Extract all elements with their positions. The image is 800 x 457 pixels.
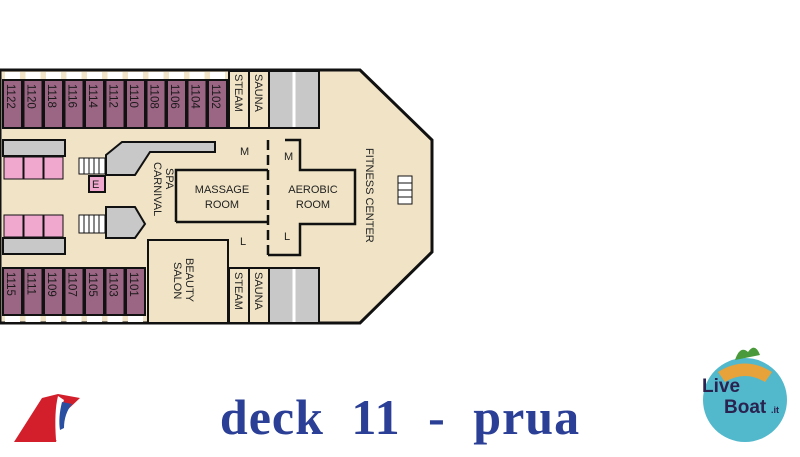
cabin-number: 1105 bbox=[86, 272, 98, 297]
liveboat-logo-suffix: .it bbox=[771, 405, 779, 415]
mens-restroom-label: M bbox=[240, 146, 249, 158]
cabin-number: 1101 bbox=[127, 272, 139, 297]
cabin-balcony bbox=[5, 316, 20, 322]
cabin-number: 1104 bbox=[189, 84, 201, 109]
cabin-balcony bbox=[87, 72, 102, 79]
cabin bbox=[207, 79, 228, 129]
stairs-fitness-icon bbox=[397, 175, 413, 205]
cabin bbox=[186, 79, 208, 129]
mens-restroom-label-2: M bbox=[284, 151, 293, 163]
liveboat-logo: Live Boat .it bbox=[702, 347, 787, 442]
cabin-balcony bbox=[107, 72, 123, 79]
carnival-logo bbox=[14, 394, 80, 442]
cabin-balcony bbox=[169, 72, 184, 79]
cabin bbox=[63, 267, 85, 316]
stairs-bottom-icon bbox=[78, 214, 106, 234]
massage-room-label-1: MASSAGE bbox=[195, 184, 249, 196]
spa-label-1: SPA bbox=[163, 168, 175, 190]
cabin-number: 1120 bbox=[25, 84, 37, 109]
sauna-label-bottom: SAUNA bbox=[252, 272, 264, 311]
elevator-lobby-gray-top bbox=[2, 139, 66, 157]
ladies-restroom-label-2: L bbox=[284, 231, 290, 243]
cabin-number: 1115 bbox=[4, 272, 16, 296]
beauty-salon bbox=[147, 239, 229, 324]
cabin-balcony bbox=[46, 316, 61, 322]
cabin-balcony bbox=[189, 72, 205, 79]
cabin-balcony bbox=[87, 316, 102, 322]
liveboat-logo-text-1: Live bbox=[702, 376, 740, 397]
cabin-number: 1110 bbox=[127, 84, 139, 108]
cabin bbox=[145, 79, 167, 129]
cabin-balcony bbox=[46, 72, 61, 79]
cabin-number: 1102 bbox=[209, 84, 221, 109]
elevator-lobby-gray-bottom bbox=[2, 237, 66, 255]
cabin-number: 1106 bbox=[168, 84, 180, 109]
ladies-restroom-label: L bbox=[240, 236, 246, 248]
cabin-number: 1103 bbox=[107, 272, 119, 297]
cabin bbox=[63, 79, 85, 129]
liveboat-logo-text-2: Boat bbox=[724, 397, 767, 418]
deck-outline bbox=[0, 68, 434, 325]
cabin-number: 1122 bbox=[4, 84, 16, 109]
spa-label-2: CARNIVAL bbox=[151, 162, 163, 216]
aerobic-room bbox=[268, 138, 357, 257]
massage-room-label-2: ROOM bbox=[205, 199, 239, 211]
page-title: deck 11 - prua bbox=[219, 389, 581, 445]
cabin-balcony bbox=[25, 72, 41, 79]
cabin-balcony bbox=[25, 316, 41, 322]
cabin-number: 1107 bbox=[66, 272, 78, 297]
cabin-balcony bbox=[210, 72, 225, 79]
cabin-balcony bbox=[128, 316, 143, 322]
top-cabin-row: 1122 1120 1118 1116 1114 1112 1110 1108 1106 1104… bbox=[2, 72, 228, 129]
cabin-number: 1114 bbox=[86, 84, 98, 108]
elevators-top bbox=[3, 156, 64, 180]
cabin-number: 1118 bbox=[45, 84, 57, 108]
cabin-number: 1109 bbox=[45, 272, 57, 297]
steam-label-top: STEAM bbox=[232, 74, 244, 112]
massage-room bbox=[174, 168, 268, 222]
cabin bbox=[104, 79, 126, 129]
cabin bbox=[22, 79, 44, 129]
cabin-number: 1116 bbox=[66, 84, 78, 108]
cabin bbox=[2, 79, 23, 129]
cabin bbox=[43, 79, 64, 129]
cabin bbox=[43, 267, 64, 316]
cabin-balcony bbox=[5, 72, 20, 79]
stairs-top-icon bbox=[78, 157, 106, 175]
service-elevator bbox=[88, 175, 106, 193]
cabin-balcony bbox=[66, 72, 82, 79]
spa-gray-area-bottom bbox=[105, 206, 147, 239]
elevators-bottom bbox=[3, 214, 64, 238]
cabin-balcony bbox=[128, 72, 143, 79]
cabin bbox=[84, 79, 105, 129]
beauty-salon-label-1: BEAUTY bbox=[183, 258, 195, 303]
cabin bbox=[125, 267, 146, 316]
cabin bbox=[166, 79, 187, 129]
bottom-cabin-row: 1115 1111 1109 1107 1105 1103 1101 bbox=[2, 267, 146, 322]
cabin-balcony bbox=[107, 316, 123, 322]
elevator-label: E bbox=[92, 179, 99, 191]
cabin-number: 1108 bbox=[148, 84, 160, 109]
spa-gray-area-top bbox=[105, 141, 216, 176]
cabin bbox=[104, 267, 126, 316]
fitness-center-label: FITNESS CENTER bbox=[363, 148, 375, 243]
aerobic-room-label-2: ROOM bbox=[296, 199, 330, 211]
cabin-balcony bbox=[148, 72, 164, 79]
cabin bbox=[125, 79, 146, 129]
cabin bbox=[22, 267, 44, 316]
cabin bbox=[2, 267, 23, 316]
beauty-salon-label-2: SALON bbox=[171, 262, 183, 299]
steam-label-bottom: STEAM bbox=[232, 272, 244, 310]
cabin-number: 1112 bbox=[107, 84, 119, 108]
cabin-balcony bbox=[66, 316, 82, 322]
cabin bbox=[84, 267, 105, 316]
cabin-number: 1111 bbox=[25, 272, 37, 295]
sauna-label-top: SAUNA bbox=[252, 74, 264, 113]
aerobic-room-label-1: AEROBIC bbox=[288, 184, 338, 196]
